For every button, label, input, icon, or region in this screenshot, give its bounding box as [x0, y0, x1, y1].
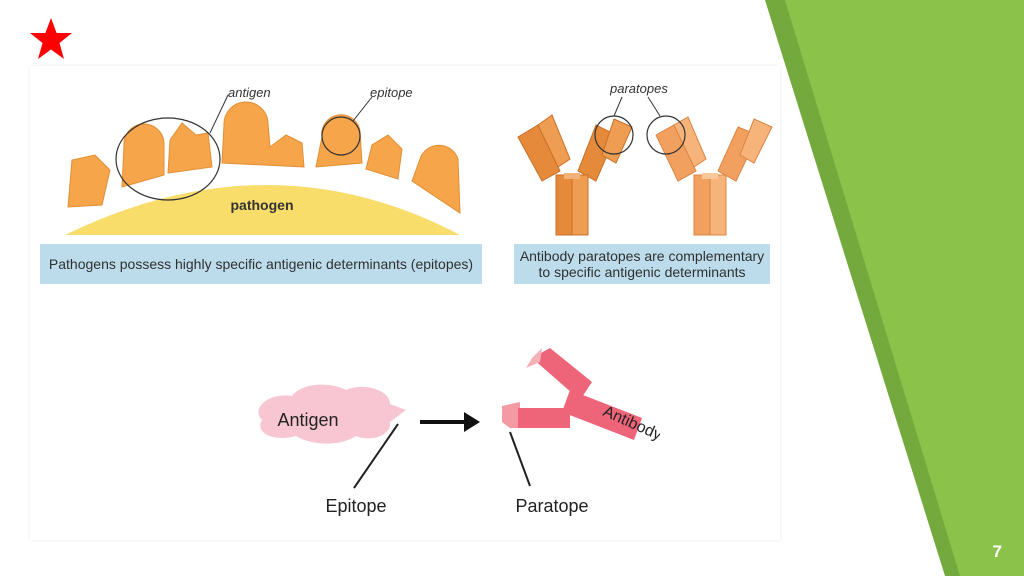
paratope-pointer [509, 431, 531, 487]
pathogen-label: pathogen [231, 197, 294, 213]
page-number: 7 [992, 542, 1002, 561]
antigen-label: antigen [228, 85, 271, 100]
pathogen-diagram: antigen epitope pathogen [65, 85, 461, 235]
green-band-main [785, 0, 1024, 576]
pathogen-caption: Pathogens possess highly specific antige… [40, 244, 482, 284]
antibody-shape [502, 348, 642, 440]
paratope-circle-right [646, 115, 686, 155]
epitope-text: Epitope [325, 496, 386, 516]
antigen-text: Antigen [277, 410, 338, 430]
antibody-left [517, 114, 633, 236]
antigen-bumps [67, 101, 461, 214]
paratope-text: Paratope [515, 496, 588, 516]
epitope-label: epitope [370, 85, 413, 100]
antibody-caption-line2: to specific antigenic determinants [538, 264, 746, 280]
epitope-highlight-circle [321, 116, 361, 156]
antigen-antibody-diagram: Antigen Epitope Antibody Paratope [258, 348, 660, 516]
antigen-pointer-line [209, 94, 229, 134]
antibody-caption-line1: Antibody paratopes are complementary [519, 248, 765, 264]
pathogen-body [65, 185, 460, 235]
antigen-highlight-circle [115, 117, 221, 201]
epitope-pointer-line [352, 96, 373, 122]
paratope-pointer-right [647, 96, 661, 117]
antibody-right [655, 116, 773, 236]
antibody-caption: Antibody paratopes are complementary to … [514, 244, 770, 284]
paratope-pointer-left [613, 96, 623, 117]
antigen-shape [258, 384, 406, 444]
arrow-right-icon [464, 412, 480, 432]
paratopes-label: paratopes [609, 81, 668, 96]
red-star-icon [30, 18, 72, 59]
antibodies-diagram: paratopes [517, 81, 773, 236]
epitope-pointer [353, 423, 399, 489]
